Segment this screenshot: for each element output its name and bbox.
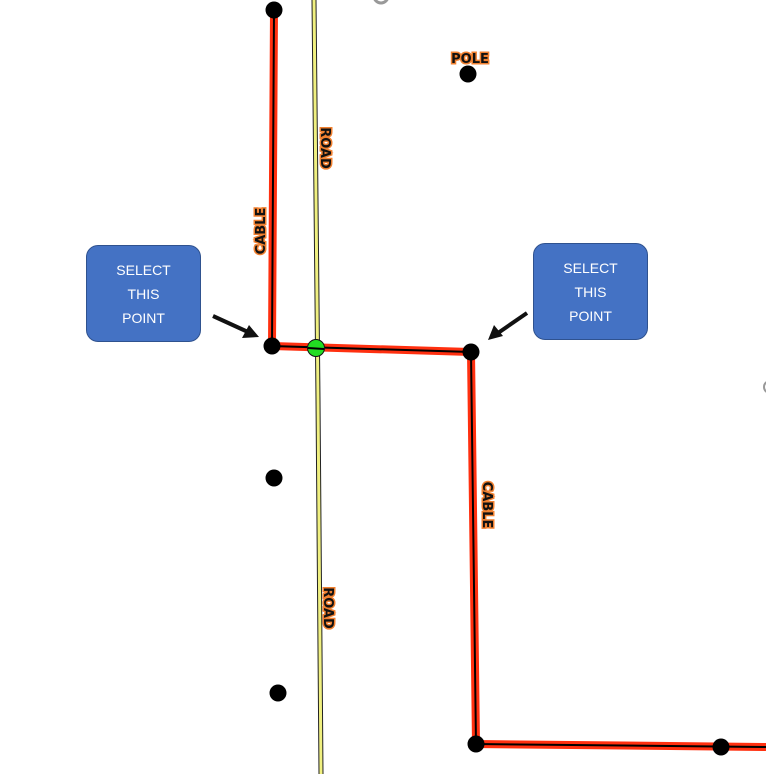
road-label-bottom: ROAD: [320, 587, 335, 629]
point[interactable]: [467, 735, 485, 753]
callout-text: SELECT: [563, 259, 618, 276]
arrow-right: [488, 311, 529, 340]
callout-text: POINT: [122, 309, 165, 326]
point[interactable]: [265, 469, 283, 487]
pole-point[interactable]: [459, 65, 477, 83]
point[interactable]: [763, 381, 766, 393]
callout-right: SELECT THIS POINT: [533, 243, 648, 340]
callout-text: POINT: [569, 307, 612, 324]
road-line[interactable]: [311, 0, 324, 774]
target-point-right[interactable]: [462, 343, 480, 361]
callout-text: THIS: [574, 283, 607, 300]
cable-label-left: CABLE: [254, 208, 269, 255]
callout-left: SELECT THIS POINT: [86, 245, 201, 342]
gray-point[interactable]: [373, 0, 389, 5]
target-point-left[interactable]: [263, 337, 281, 355]
point[interactable]: [265, 1, 283, 19]
cable-label-right: CABLE: [479, 482, 494, 529]
arrow-left: [212, 314, 259, 338]
point[interactable]: [269, 684, 287, 702]
callout-text: THIS: [127, 285, 160, 302]
pole-label: POLE: [451, 52, 489, 67]
cable-line[interactable]: [267, 9, 766, 751]
callout-text: SELECT: [116, 261, 171, 278]
point[interactable]: [712, 738, 730, 756]
selected-intersection-point[interactable]: [307, 339, 325, 357]
road-label-top: ROAD: [317, 127, 332, 169]
